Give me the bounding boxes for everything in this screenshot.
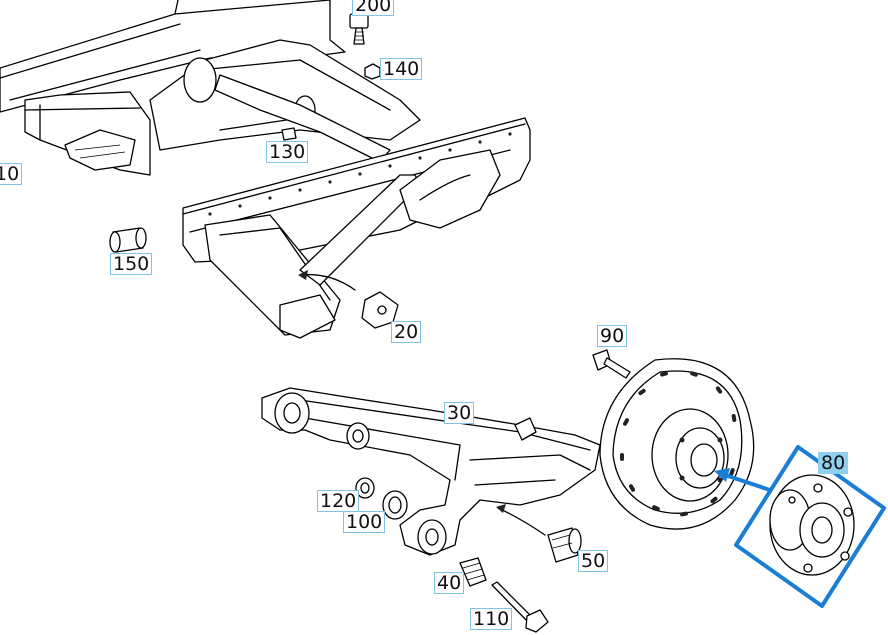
callout-200[interactable]: 200 [352, 0, 395, 16]
nut-140-drawing [364, 63, 381, 80]
bolt-110-drawing [491, 581, 549, 633]
chassis-frame [0, 0, 531, 339]
callout-30[interactable]: 30 [444, 402, 475, 424]
wheel-hub-80-drawing [714, 445, 886, 608]
callout-50[interactable]: 50 [578, 550, 609, 572]
callout-100[interactable]: 100 [343, 511, 386, 533]
callout-40[interactable]: 40 [434, 572, 465, 594]
washer-120-drawing [355, 477, 375, 499]
sleeve-40-drawing [459, 557, 487, 587]
backing-plate-drawing [599, 358, 755, 530]
callout-80-selected[interactable]: 80 [818, 452, 849, 474]
bolt-200-drawing [349, 13, 369, 45]
callout-150[interactable]: 150 [110, 253, 153, 275]
trailing-arm-30-drawing [261, 387, 601, 556]
callout-20[interactable]: 20 [391, 321, 422, 343]
callout-90[interactable]: 90 [597, 325, 628, 347]
callout-130[interactable]: 130 [266, 141, 309, 163]
washer-100-drawing [382, 490, 408, 520]
callout-140[interactable]: 140 [380, 58, 423, 80]
bolt-90-drawing [592, 349, 631, 379]
callout-10[interactable]: 10 [0, 163, 23, 185]
clip-130-drawing [281, 127, 297, 141]
bushing-150-drawing [109, 227, 147, 253]
callout-120[interactable]: 120 [317, 490, 360, 512]
callout-110[interactable]: 110 [470, 608, 513, 630]
bushing-50-drawing [547, 527, 582, 563]
